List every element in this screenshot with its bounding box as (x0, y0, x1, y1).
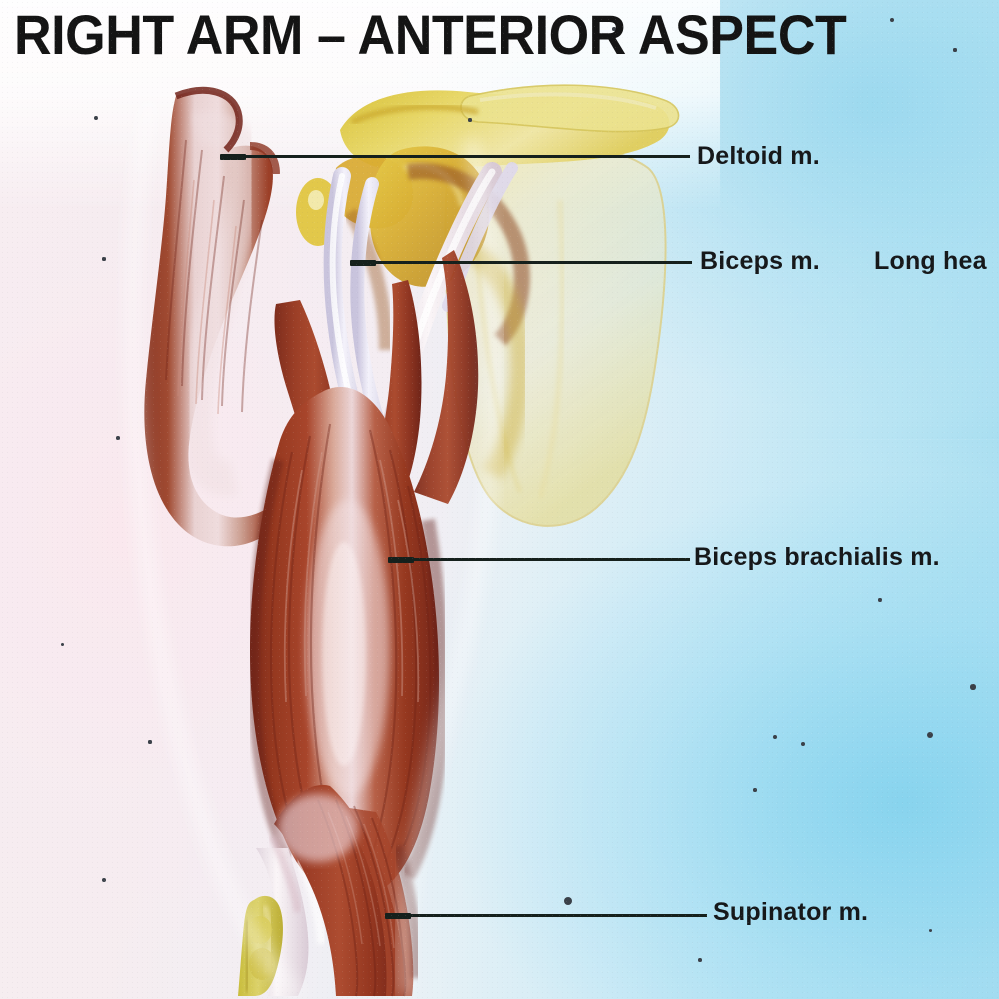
background-cyan-bottom-wash (399, 439, 999, 999)
film-speck (148, 740, 152, 744)
scapula-spine-shadow (537, 199, 565, 499)
film-speck (928, 928, 932, 932)
leader-line-deltoid (220, 155, 690, 158)
film-speck (800, 741, 806, 747)
label-deltoid: Deltoid m. (697, 142, 820, 170)
biceps-core-highlight (322, 542, 366, 766)
film-speck (926, 731, 934, 739)
film-speck (94, 116, 98, 120)
label-biceps-brachialis: Biceps brachialis m. (694, 543, 940, 571)
film-speck (102, 257, 106, 261)
deltoid-group (144, 86, 312, 547)
biceps-left-shadow (247, 458, 294, 861)
label-biceps: Biceps m. (700, 247, 820, 275)
film-speck (878, 598, 882, 602)
musculotendinous-junction (278, 794, 358, 862)
page-title: RIGHT ARM – ANTERIOR ASPECT (14, 3, 847, 66)
leader-tip-biceps-brachialis (388, 556, 414, 563)
film-speck (773, 735, 777, 739)
film-speck (468, 118, 472, 122)
film-speck (746, 45, 750, 49)
leader-line-biceps-brachialis (388, 558, 690, 561)
film-speck (890, 18, 894, 22)
leader-tip-supinator (385, 912, 411, 919)
film-speck (612, 27, 616, 31)
brachialis-upper (414, 250, 479, 504)
leader-line-biceps (350, 261, 692, 264)
label-supinator: Supinator m. (713, 898, 869, 926)
film-speck (116, 436, 120, 440)
film-speck (101, 877, 107, 883)
film-speck (698, 958, 702, 962)
acromion-edge (350, 103, 479, 125)
deltoid-striations (165, 139, 263, 413)
deltoid-fibers-light (177, 179, 237, 415)
film-speck (564, 897, 572, 905)
distal-tendon-shadow (268, 834, 302, 913)
deltoid-acromial-edge (249, 142, 280, 175)
leader-tip-deltoid (220, 153, 246, 160)
leader-line-supinator (385, 914, 707, 917)
film-speck (970, 684, 976, 690)
deltoid-highlight (177, 111, 264, 496)
leader-tip-biceps (350, 259, 376, 266)
coracoid-highlight (308, 190, 324, 210)
clavicle-highlight (479, 92, 657, 110)
supinator-lateral (336, 806, 414, 996)
film-speck (953, 48, 957, 52)
biceps-striations-light (283, 451, 420, 703)
film-speck (753, 788, 757, 792)
deltoid-cut-edge (174, 86, 243, 153)
label-long-head: Long hea (874, 247, 987, 275)
film-speck (60, 642, 64, 646)
